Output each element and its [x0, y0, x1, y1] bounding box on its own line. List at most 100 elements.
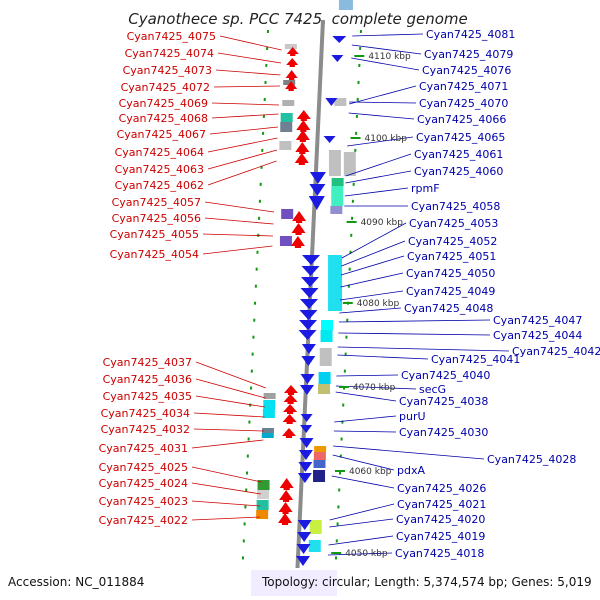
gene-label-right[interactable]: purU	[399, 410, 426, 423]
gene-block	[284, 44, 297, 49]
gene-label-right[interactable]: Cyan7425_4049	[406, 285, 495, 298]
gene-label-left[interactable]: Cyan7425_4064	[115, 146, 204, 159]
reverse-gene-arrow	[323, 136, 336, 143]
gene-label-right[interactable]: Cyan7425_4060	[414, 165, 503, 178]
label-leader-line	[345, 170, 412, 184]
gene-block	[256, 500, 269, 510]
gene-block	[283, 80, 296, 85]
gene-label-right[interactable]: Cyan7425_4081	[426, 28, 515, 41]
gene-label-left[interactable]: Cyan7425_4031	[99, 442, 188, 455]
footer-highlight-box	[251, 570, 337, 596]
gene-label-right[interactable]: Cyan7425_4061	[414, 148, 503, 161]
gene-label-left[interactable]: Cyan7425_4025	[99, 461, 188, 474]
gene-block	[313, 452, 326, 460]
gene-label-right[interactable]: Cyan7425_4066	[417, 113, 506, 126]
label-leader-line	[351, 57, 420, 71]
gene-label-right[interactable]: rpmF	[411, 182, 440, 195]
reverse-gene-arrow	[300, 425, 313, 433]
gene-label-right[interactable]: Cyan7425_4065	[416, 131, 505, 144]
gene-label-left[interactable]: Cyan7425_4036	[103, 373, 192, 386]
gene-label-left[interactable]: Cyan7425_4056	[112, 212, 201, 225]
gene-block	[321, 320, 334, 330]
gene-label-left[interactable]: Cyan7425_4032	[101, 423, 190, 436]
gene-label-right[interactable]: Cyan7425_4058	[411, 200, 500, 213]
gene-block	[314, 446, 327, 452]
gene-label-right[interactable]: Cyan7425_4038	[399, 395, 488, 408]
gene-label-right[interactable]: Cyan7425_4079	[424, 48, 513, 61]
gene-label-left[interactable]: Cyan7425_4069	[119, 97, 208, 110]
reverse-gene-arrow	[297, 520, 312, 530]
gene-label-right[interactable]: Cyan7425_4070	[419, 97, 508, 110]
label-leader-line	[332, 454, 395, 471]
gene-label-right[interactable]: secG	[419, 383, 446, 396]
forward-gene-arrow	[283, 404, 298, 414]
reverse-gene-arrow	[298, 450, 313, 460]
gene-block	[313, 460, 326, 468]
forward-gene-arrow	[283, 385, 298, 395]
gene-label-right[interactable]: Cyan7425_4040	[401, 369, 490, 382]
label-leader-line	[341, 240, 406, 267]
gene-label-right[interactable]: Cyan7425_4041	[431, 353, 520, 366]
label-leader-line	[204, 217, 274, 225]
gene-label-left[interactable]: Cyan7425_4022	[99, 514, 188, 527]
forward-gene-arrow	[295, 130, 310, 142]
gene-label-left[interactable]: Cyan7425_4073	[123, 64, 212, 77]
forward-gene-arrow	[278, 502, 293, 514]
label-leader-line	[328, 535, 394, 546]
gene-label-right[interactable]: Cyan7425_4030	[399, 426, 488, 439]
label-leaders	[191, 33, 510, 556]
gene-label-left[interactable]: Cyan7425_4062	[115, 179, 204, 192]
gene-label-right[interactable]: Cyan7425_4052	[408, 235, 497, 248]
gene-label-right[interactable]: Cyan7425_4047	[493, 314, 582, 327]
gene-block	[257, 490, 270, 499]
gene-label-right[interactable]: Cyan7425_4021	[397, 498, 486, 511]
gene-label-right[interactable]: Cyan7425_4018	[395, 547, 484, 560]
label-leader-line	[334, 415, 397, 423]
label-leader-line	[333, 430, 397, 433]
gene-block	[256, 510, 269, 519]
label-leader-line	[207, 137, 278, 153]
gene-label-left[interactable]: Cyan7425_4024	[99, 477, 188, 490]
gene-label-left[interactable]: Cyan7425_4063	[115, 163, 204, 176]
label-leader-line	[337, 354, 429, 360]
reverse-gene-arrow	[296, 556, 311, 566]
gene-label-right[interactable]: Cyan7425_4028	[487, 453, 576, 466]
gene-label-right[interactable]: Cyan7425_4026	[397, 482, 486, 495]
gene-label-left[interactable]: Cyan7425_4068	[119, 112, 208, 125]
gene-block	[279, 141, 292, 150]
reverse-gene-arrow	[298, 330, 317, 340]
gene-block	[320, 330, 333, 342]
gene-label-right[interactable]: Cyan7425_4048	[404, 302, 493, 315]
label-leader-line	[195, 378, 266, 399]
gene-label-right[interactable]: Cyan7425_4053	[409, 217, 498, 230]
gene-label-left[interactable]: Cyan7425_4054	[110, 248, 199, 261]
forward-gene-arrow	[279, 490, 294, 502]
forward-gene-arrow	[282, 414, 297, 424]
label-leader-line	[336, 374, 399, 377]
gene-label-left[interactable]: Cyan7425_4057	[112, 196, 201, 209]
genome-summary: Topology: circular; Length: 5,374,574 bp…	[261, 575, 592, 589]
gene-label-right[interactable]: Cyan7425_4051	[407, 250, 496, 263]
gene-label-right[interactable]: pdxA	[397, 464, 425, 477]
gene-label-left[interactable]: Cyan7425_4072	[121, 81, 210, 94]
gene-label-left[interactable]: Cyan7425_4034	[101, 407, 190, 420]
gene-label-right[interactable]: Cyan7425_4044	[493, 329, 582, 342]
label-leader-line	[193, 412, 265, 418]
gene-label-right[interactable]: Cyan7425_4076	[422, 64, 511, 77]
reverse-gene-arrow	[301, 266, 320, 276]
gene-label-left[interactable]: Cyan7425_4037	[103, 356, 192, 369]
gene-label-left[interactable]: Cyan7425_4075	[127, 30, 216, 43]
gene-label-right[interactable]: Cyan7425_4019	[396, 530, 485, 543]
gene-label-right[interactable]: Cyan7425_4042	[512, 345, 600, 358]
gene-label-left[interactable]: Cyan7425_4067	[117, 128, 206, 141]
gene-label-right[interactable]: Cyan7425_4050	[406, 267, 495, 280]
reverse-gene-arrow	[298, 462, 313, 472]
gene-label-right[interactable]: Cyan7425_4020	[396, 513, 485, 526]
gene-label-left[interactable]: Cyan7425_4023	[99, 495, 188, 508]
gene-label-right[interactable]: Cyan7425_4071	[419, 80, 508, 93]
gene-label-left[interactable]: Cyan7425_4055	[110, 228, 199, 241]
gene-label-left[interactable]: Cyan7425_4074	[125, 47, 214, 60]
gene-label-left[interactable]: Cyan7425_4035	[103, 390, 192, 403]
